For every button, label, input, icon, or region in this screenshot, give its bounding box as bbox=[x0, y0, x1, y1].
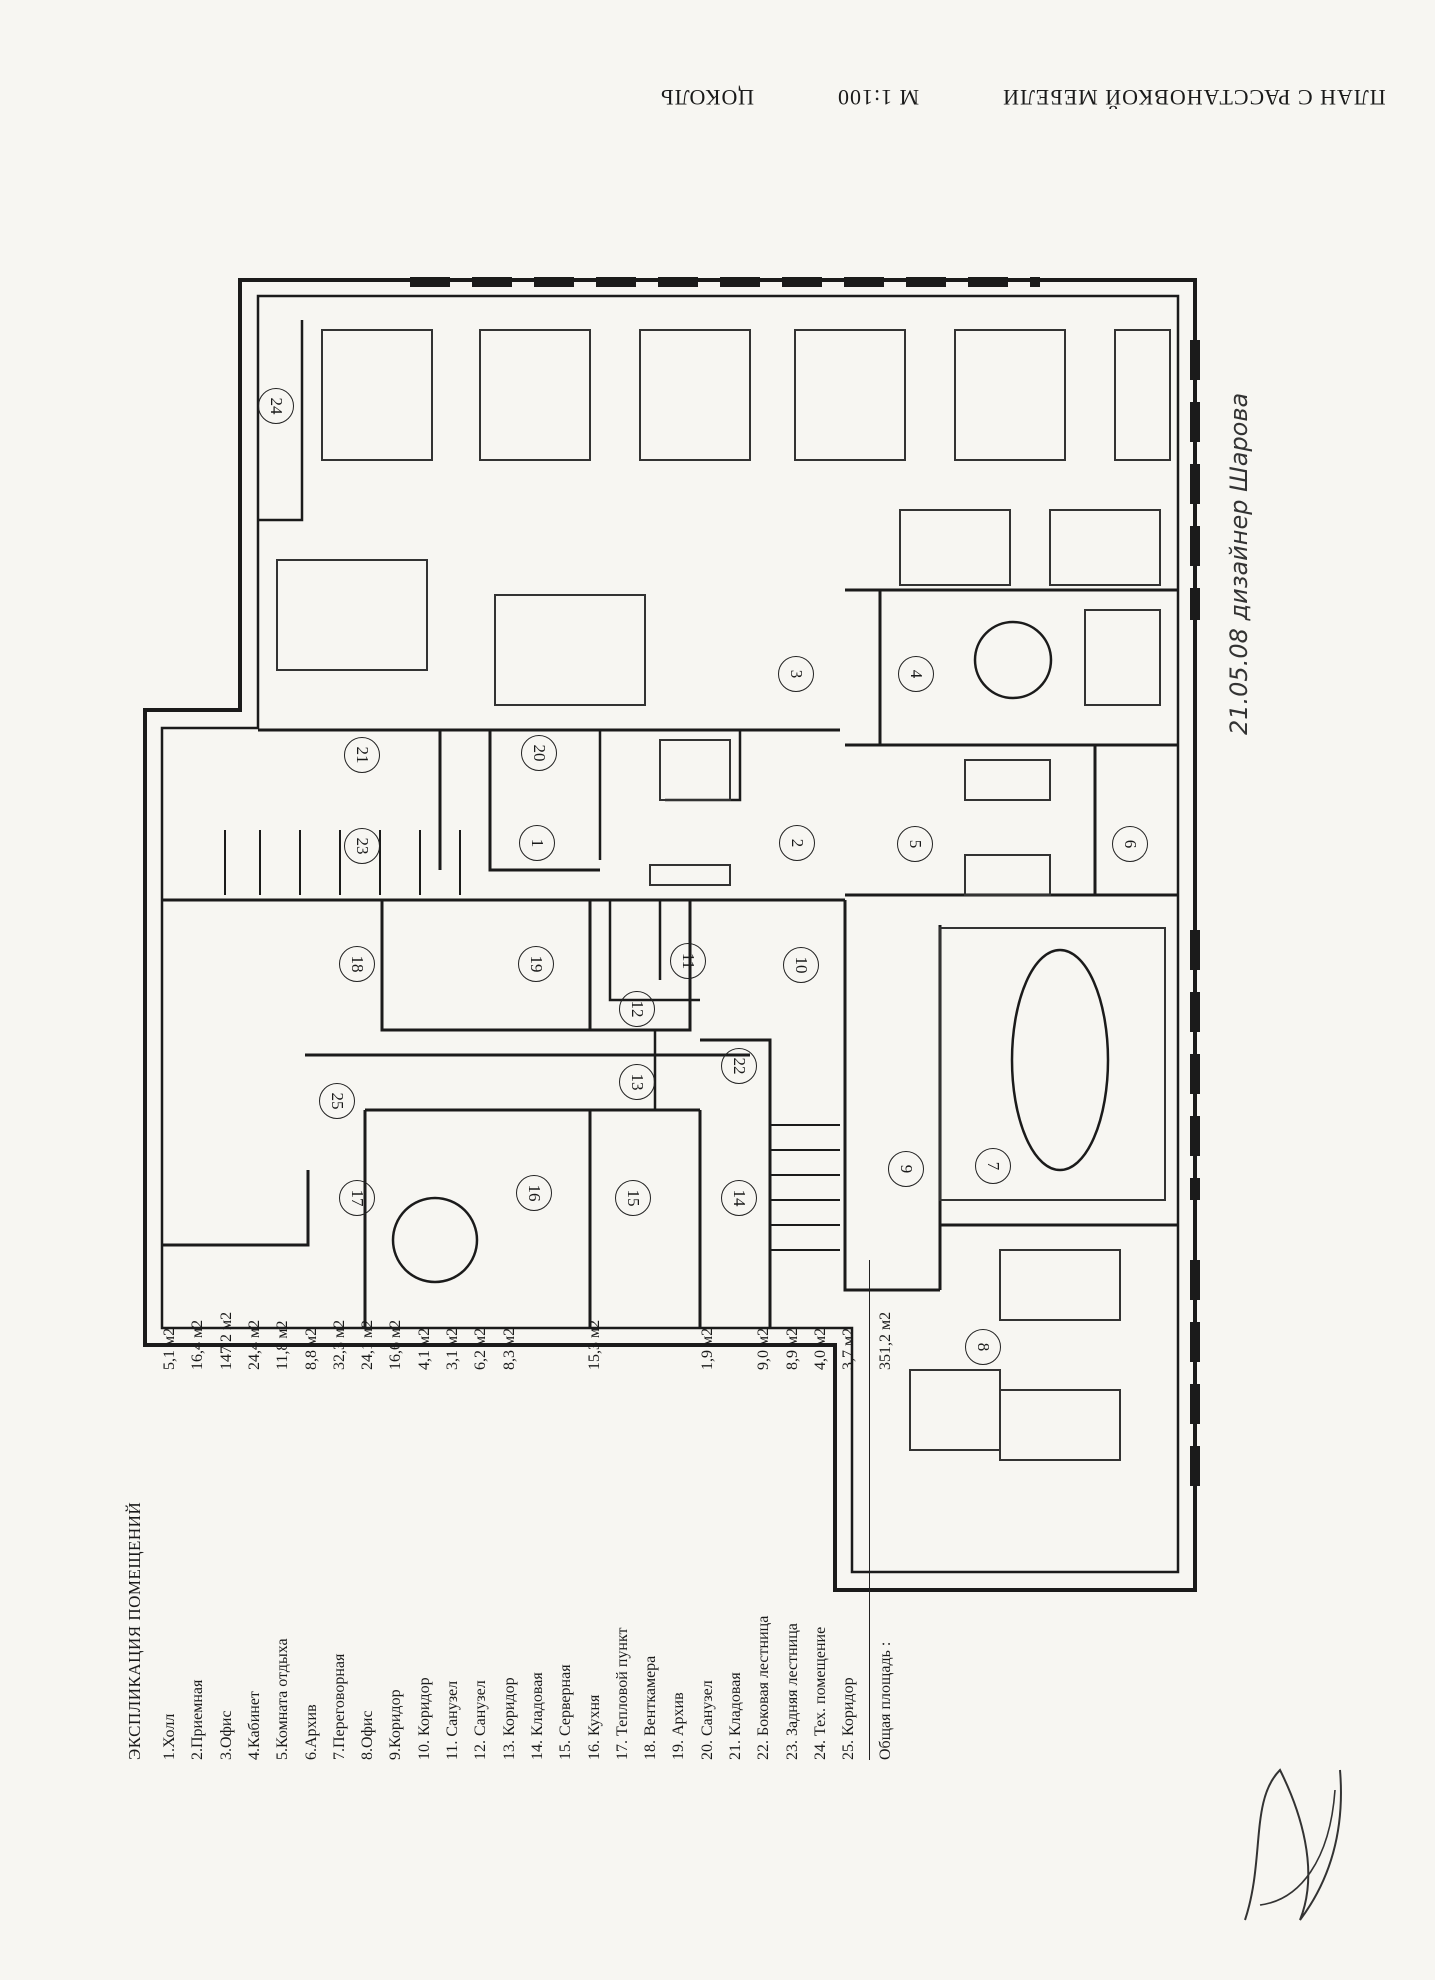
outer-wall bbox=[143, 278, 1197, 1592]
inner-wall-line bbox=[160, 294, 1180, 1574]
